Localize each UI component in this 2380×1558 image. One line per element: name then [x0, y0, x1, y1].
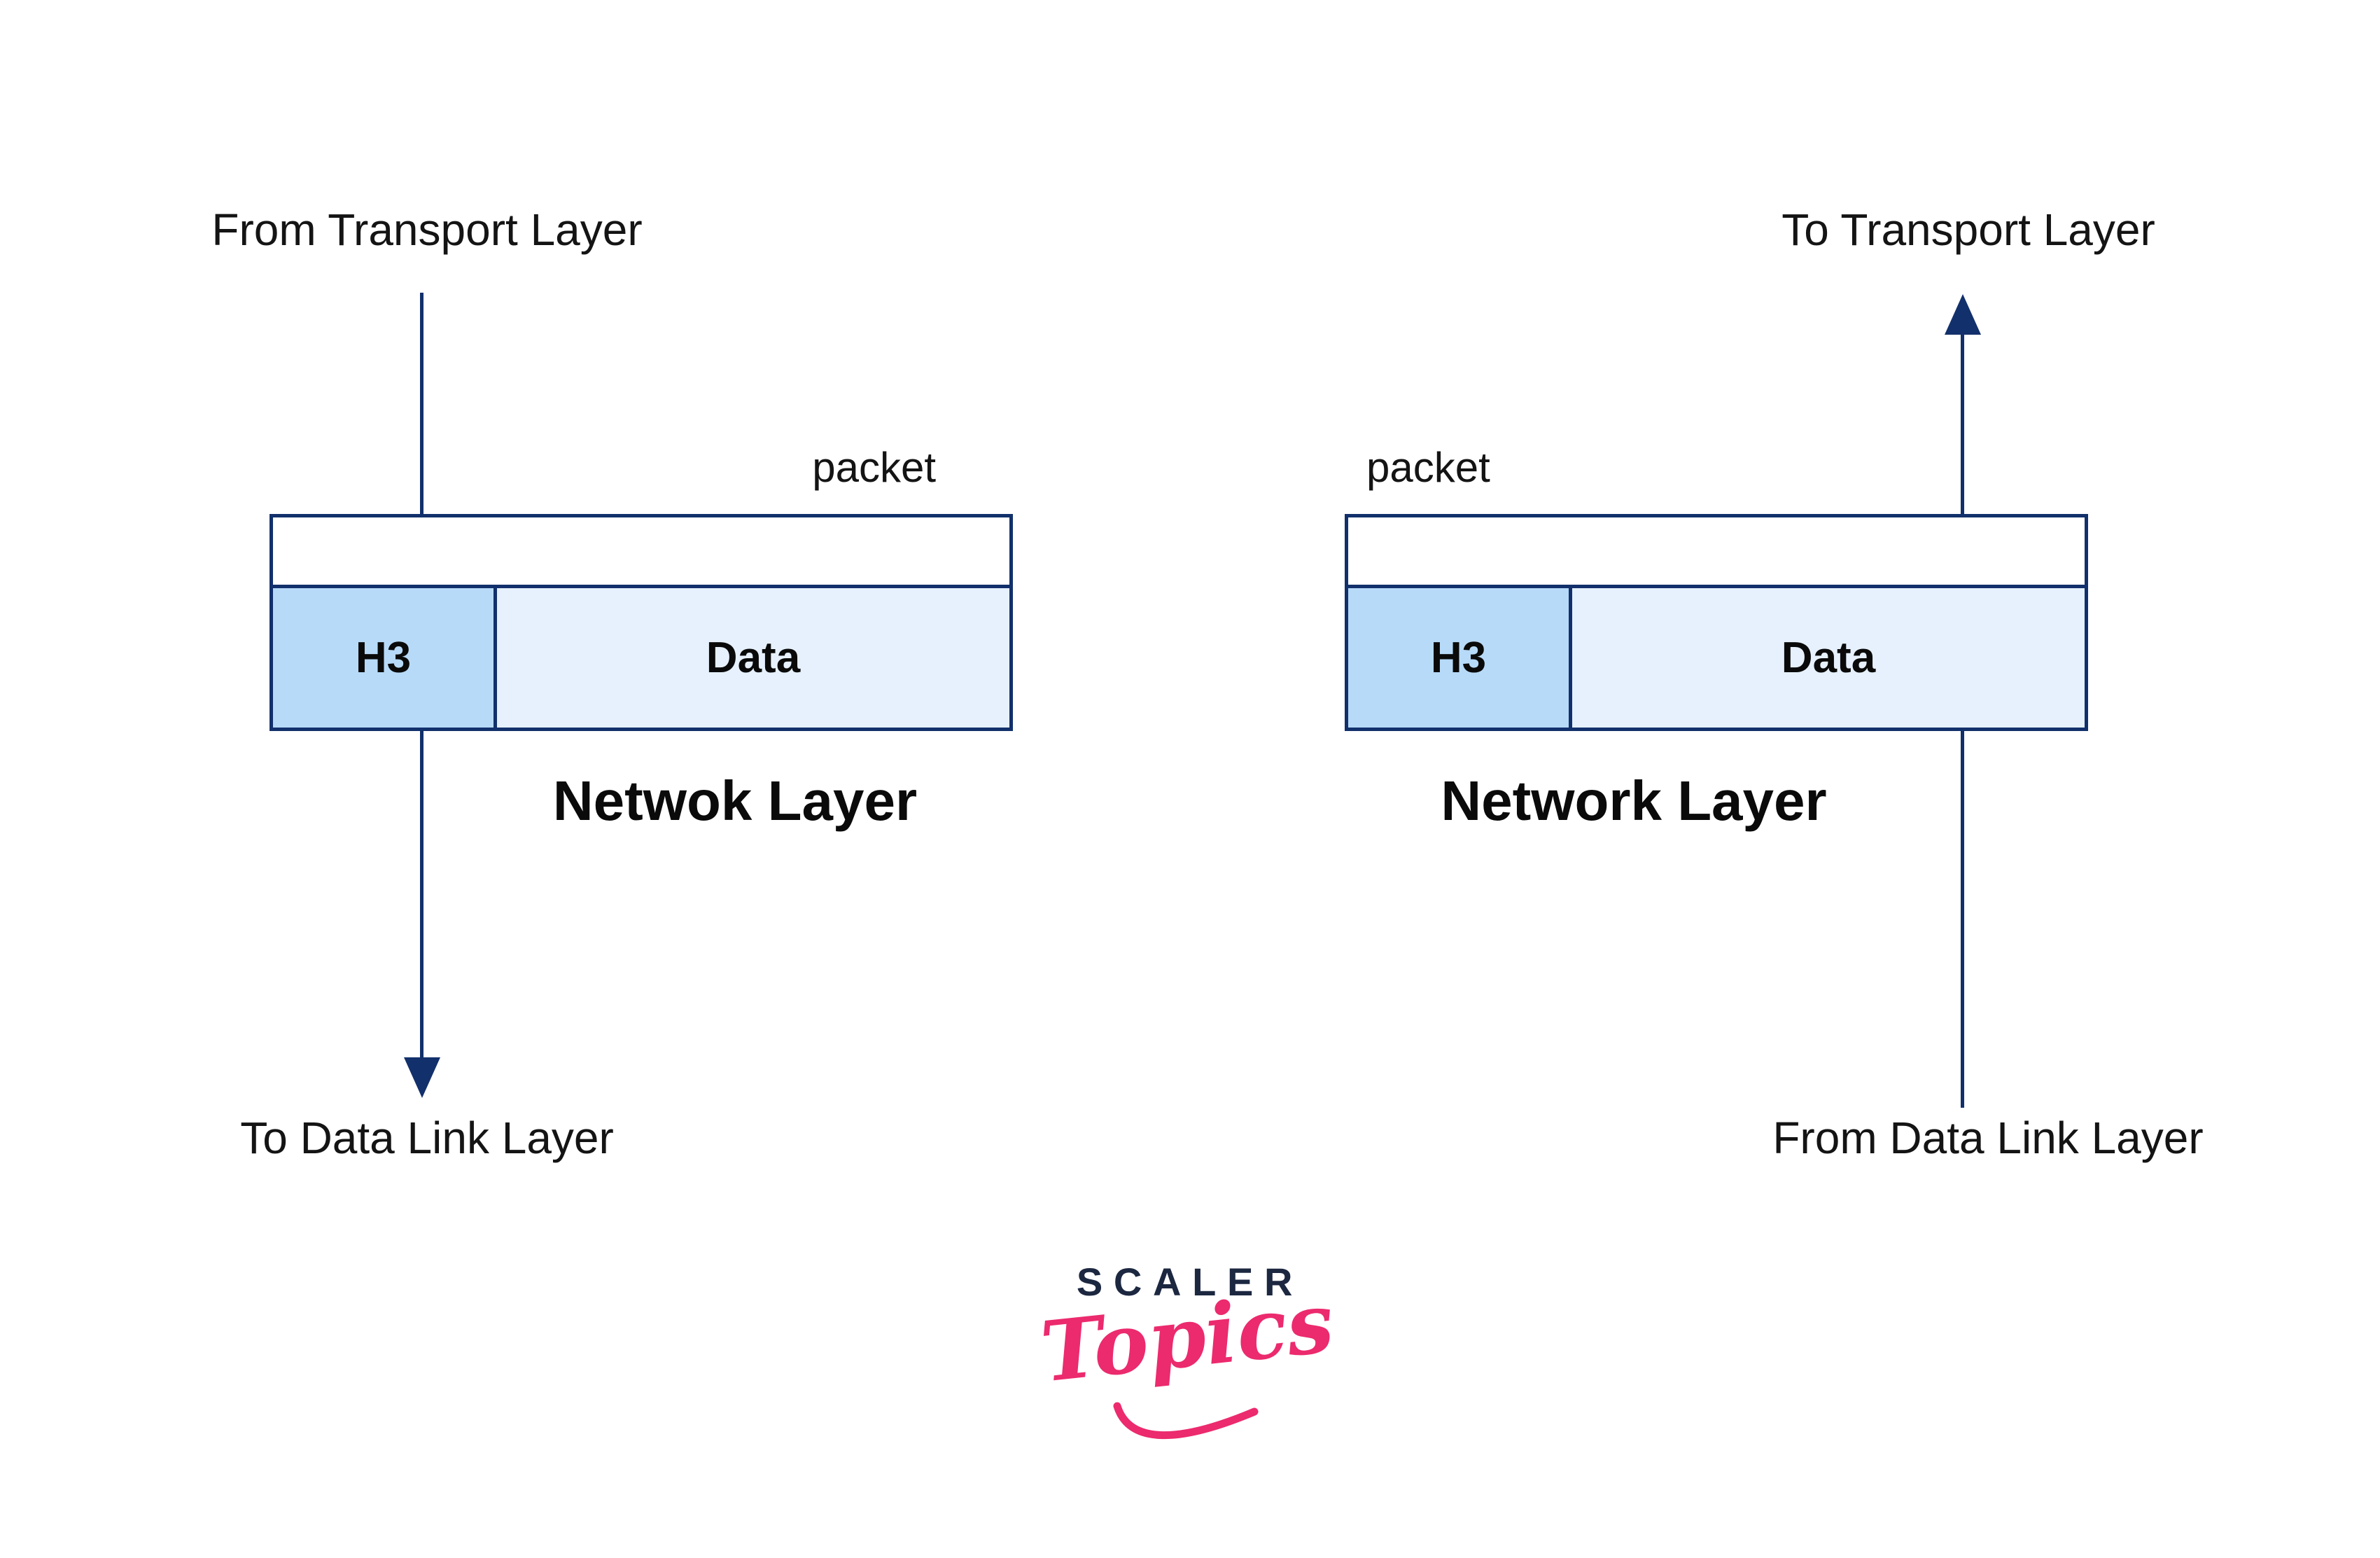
right-arrow-line-upper — [1961, 332, 1964, 585]
right-layer-title: Network Layer — [1441, 770, 1827, 832]
right-packet-empty-row — [1348, 517, 2085, 585]
left-packet-label: packet — [812, 444, 936, 491]
left-h3-header-cell: H3 — [273, 588, 497, 728]
right-data-cell: Data — [1572, 588, 2085, 728]
left-top-label: From Transport Layer — [211, 204, 643, 255]
left-data-cell: Data — [497, 588, 1009, 728]
left-packet-box: H3 Data — [270, 514, 1013, 731]
arrowhead-down-icon — [404, 1057, 440, 1098]
left-packet-payload-row: H3 Data — [273, 585, 1009, 728]
left-arrow-line-lower — [420, 730, 424, 1063]
right-h3-header-cell: H3 — [1348, 588, 1572, 728]
right-packet-payload-row: H3 Data — [1348, 585, 2085, 728]
right-top-label: To Transport Layer — [1782, 204, 2155, 255]
right-packet-box: H3 Data — [1345, 514, 2088, 731]
left-layer-title: Netwok Layer — [552, 770, 918, 832]
right-packet-label: packet — [1366, 444, 1490, 491]
right-arrow-line-lower — [1961, 730, 1964, 1108]
left-packet-empty-row — [273, 517, 1009, 585]
right-bottom-label: From Data Link Layer — [1772, 1113, 2204, 1163]
topics-swash-icon — [1113, 1402, 1259, 1439]
scaler-wordmark: SCALER — [1076, 1260, 1304, 1304]
arrowhead-up-icon — [1945, 294, 1981, 335]
left-arrow-line-upper — [420, 293, 424, 585]
left-bottom-label: To Data Link Layer — [240, 1113, 614, 1163]
